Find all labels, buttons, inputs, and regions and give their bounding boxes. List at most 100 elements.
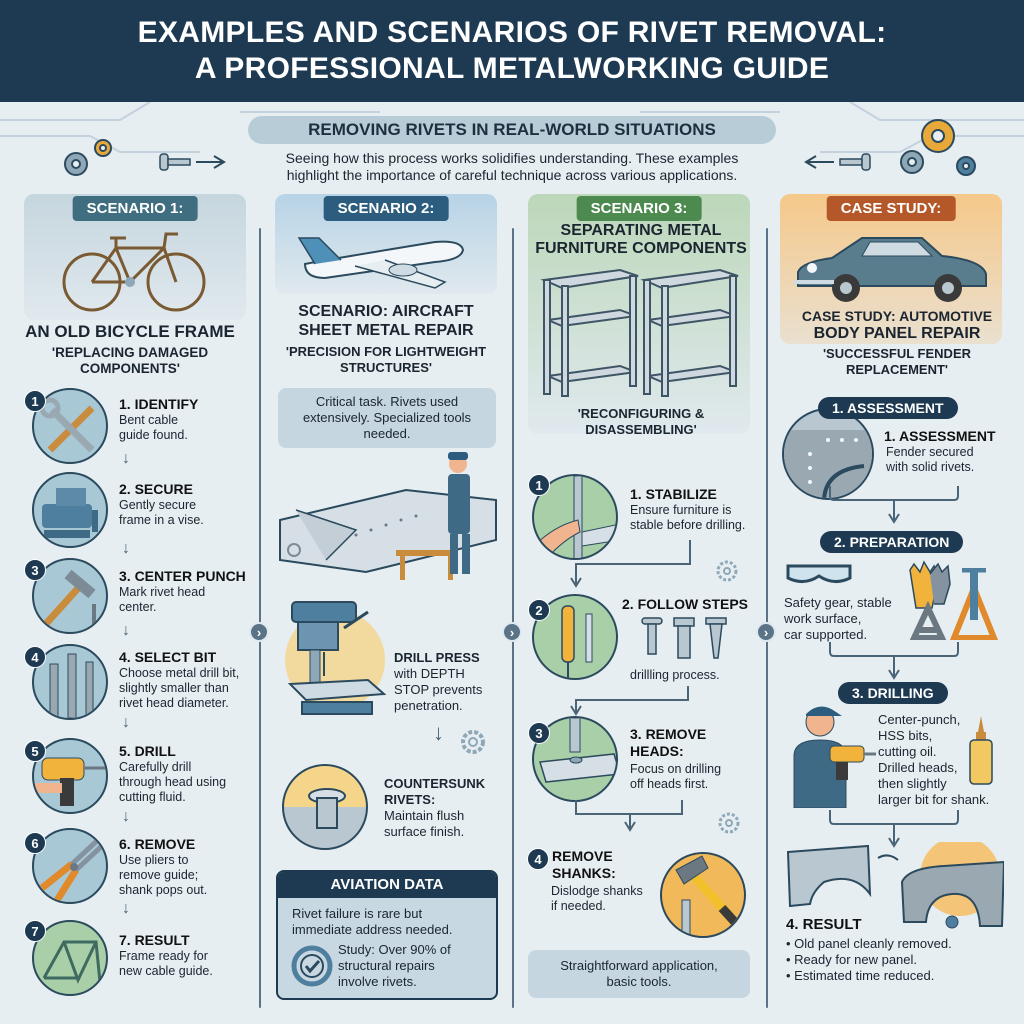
mechanic-drilling-icon <box>793 706 876 808</box>
down-arrow-icon: ↓ <box>122 540 130 557</box>
column-divider <box>512 228 514 1008</box>
step-desc: Bent cable guide found. <box>119 413 188 443</box>
subtitle-line: REPLACEMENT' <box>845 362 949 377</box>
desc-line: Frame ready for <box>119 949 208 963</box>
gears-left-icon <box>64 139 112 176</box>
down-arrow-icon: ↓ <box>122 622 130 639</box>
cordless-drill-icon <box>32 738 108 814</box>
step-title: 4. SELECT BIT <box>119 649 217 665</box>
step-number-badge: 7 <box>24 920 46 942</box>
subtitle-line: DISASSEMBLING' <box>585 422 697 437</box>
down-arrow-icon: ↓ <box>433 720 444 745</box>
desc-line: STOP prevents <box>394 682 483 697</box>
next-arrow-button[interactable]: › <box>249 622 269 642</box>
classic-car-icon <box>794 237 987 302</box>
scenario-3-title: SEPARATING METAL FURNITURE COMPONENTS <box>515 222 767 258</box>
desc-line: car supported. <box>784 627 868 642</box>
drilling-pill: 3. DRILLING <box>838 682 948 704</box>
bicycle-icon <box>62 232 206 312</box>
aviation-data-header: AVIATION DATA <box>278 872 496 898</box>
desc-line: HSS bits, <box>878 728 933 743</box>
desc-line: Safety gear, stable <box>784 595 892 610</box>
result-bullet: • Old panel cleanly removed. <box>786 936 952 951</box>
column-divider <box>766 228 768 1008</box>
jack-stands-icon <box>910 568 999 640</box>
desc-line: Focus on drilling <box>630 762 722 776</box>
rivet-arrow-left-icon <box>804 153 871 171</box>
scenario-1-tab: SCENARIO 1: <box>72 196 198 221</box>
desc-line: larger bit for shank. <box>878 792 990 807</box>
scenario-1-card: SCENARIO 1: <box>24 194 246 320</box>
desc-line: if needed. <box>551 899 606 913</box>
desc-line: remove guide; <box>119 868 199 882</box>
desc-line: with solid rivets. <box>886 460 975 474</box>
desc-line: Maintain flush <box>384 808 465 823</box>
subtitle-line: 'PRECISION FOR LIGHTWEIGHT <box>285 344 487 359</box>
down-arrow-icon: ↓ <box>122 900 130 917</box>
vise-icon <box>32 472 108 548</box>
scenario-1-subtitle: 'REPLACING DAMAGED COMPONENTS' <box>0 345 260 377</box>
case-study-tab: CASE STUDY: <box>826 196 956 221</box>
down-arrow-icon: ↓ <box>122 450 130 467</box>
desc-line: guide found. <box>119 428 188 442</box>
title-line: HEADS: <box>630 743 684 759</box>
desc-line: frame in a vise. <box>119 513 204 527</box>
gear-icon <box>718 812 740 834</box>
work-gloves-icon <box>909 560 951 609</box>
fender-replacement-illustration <box>786 842 1004 929</box>
desc-line: off heads first. <box>630 777 709 791</box>
desc-line: center. <box>119 600 157 614</box>
step-number-badge: 6 <box>24 832 46 854</box>
step-number-badge: 5 <box>24 740 46 762</box>
case-study-subtitle: 'SUCCESSFUL FENDER REPLACEMENT' <box>770 346 1024 378</box>
column-divider <box>259 228 261 1008</box>
desc-line: Ensure furniture is <box>630 503 732 517</box>
desc-line: Use pliers to <box>119 853 189 867</box>
metal-shelving-icon <box>540 268 739 397</box>
flow-connector <box>570 686 689 716</box>
desc-line: Choose metal drill bit, <box>119 666 240 680</box>
subtitle-line: 'SUCCESSFUL FENDER <box>822 346 972 361</box>
step-title: 2. FOLLOW STEPS <box>622 596 749 612</box>
step-title: 1. STABILIZE <box>630 486 717 502</box>
subtitle-line: COMPONENTS' <box>80 361 180 376</box>
step-number-badge: 1 <box>528 474 550 496</box>
step-title: 7. RESULT <box>119 932 190 948</box>
down-arrow-icon: ↓ <box>122 808 130 825</box>
scenario-3-tab: SCENARIO 3: <box>576 196 702 221</box>
airplane-icon <box>297 237 465 289</box>
hammer-shank-icon <box>660 852 746 938</box>
scenario-2-card: SCENARIO 2: <box>275 194 497 294</box>
desc-line: rivet head diameter. <box>119 696 229 710</box>
scenario-2-tab: SCENARIO 2: <box>323 196 449 221</box>
note-line: Straightforward application, <box>560 958 718 973</box>
data-line: Rivet failure is rare but <box>292 906 423 921</box>
gear-icon <box>716 560 738 582</box>
step-number-badge: 3 <box>24 559 46 581</box>
desc-line: stable before drilling. <box>630 518 746 532</box>
step-number-badge: 4 <box>527 848 549 870</box>
intro-heading: REMOVING RIVETS IN REAL-WORLD SITUATIONS <box>248 116 776 144</box>
desc-line: cutting fluid. <box>119 790 186 804</box>
next-arrow-button[interactable]: › <box>502 622 522 642</box>
drill-press-text: DRILL PRESS with DEPTH STOP prevents pen… <box>394 650 482 714</box>
step-title: 6. REMOVE <box>119 836 196 852</box>
desc-line: Fender secured <box>886 445 974 459</box>
rivet-types-icon <box>641 617 727 659</box>
aviation-data-text: Rivet failure is rare but immediate addr… <box>292 906 452 938</box>
desc-line: Carefully drill <box>119 760 192 774</box>
aircraft-wing-repair-illustration <box>279 452 497 580</box>
scenario-1-title: AN OLD BICYCLE FRAME <box>25 322 235 341</box>
case-study-title: CASE STUDY: AUTOMOTIVE BODY PANEL REPAIR <box>770 308 1024 342</box>
note-line: needed. <box>363 426 411 441</box>
next-arrow-button[interactable]: › <box>756 622 776 642</box>
step-desc: Frame ready for new cable guide. <box>119 949 213 979</box>
page-header: EXAMPLES AND SCENARIOS OF RIVET REMOVAL:… <box>0 0 1024 102</box>
desc-line: Drilled heads, <box>878 760 958 775</box>
down-arrow-icon: ↓ <box>122 714 130 731</box>
step-number-badge: 2 <box>528 599 550 621</box>
desc-line: work surface, <box>784 611 862 626</box>
intro-text: Seeing how this process works solidifies… <box>240 150 784 184</box>
result-bullet: • Ready for new panel. <box>786 952 918 967</box>
step-desc: Gently secure frame in a vise. <box>119 498 204 528</box>
